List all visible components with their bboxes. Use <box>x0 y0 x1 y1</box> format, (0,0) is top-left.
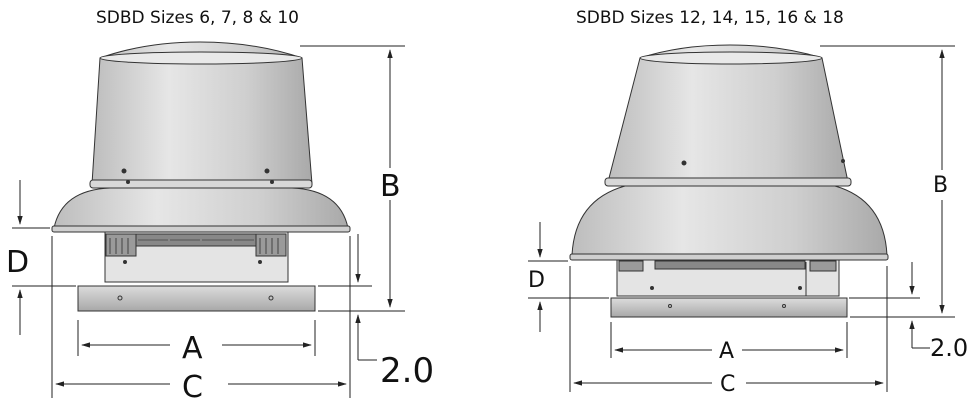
right-figure-title: SDBD Sizes 12, 14, 15, 16 & 18 <box>576 8 844 28</box>
left-dim-a-label: A <box>182 331 203 366</box>
right-fan-base <box>610 297 848 318</box>
left-figure-title: SDBD Sizes 6, 7, 8 & 10 <box>96 8 299 28</box>
right-fan-hood <box>571 185 888 256</box>
right-dim-b-label: B <box>933 173 948 198</box>
right-dim-offset-label: 2.0 <box>930 334 968 362</box>
left-fan-base <box>77 285 316 312</box>
left-dim-offset-label: 2.0 <box>380 351 434 391</box>
right-fan-drawing <box>569 44 889 318</box>
right-dim-c-label: C <box>720 372 735 397</box>
right-fan-cap <box>607 44 849 183</box>
right-dim-d-label: D <box>528 268 545 293</box>
left-dim-b-label: B <box>380 169 401 204</box>
left-dim-c-label: C <box>182 370 203 402</box>
right-dim-a-label: A <box>719 339 734 364</box>
left-fan-hood <box>53 187 349 229</box>
left-dim-d-label: D <box>6 245 29 280</box>
right-dimensions <box>528 45 955 392</box>
left-fan-drawing <box>51 41 351 312</box>
left-dimensions <box>12 45 405 398</box>
